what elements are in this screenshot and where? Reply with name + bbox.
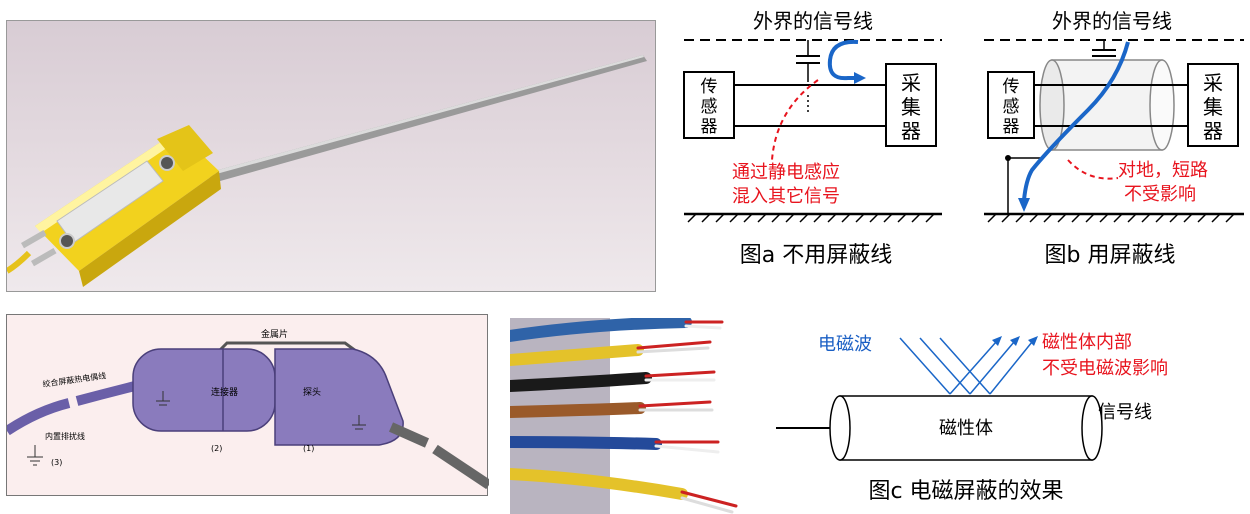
ground-hatch (987, 213, 1235, 223)
connector-schematic: 绞合屏蔽热电偶线 内置排扰线 (3) 金属片 连接器 探头 (2) (1) (6, 314, 489, 496)
sensor-char: 传 (701, 77, 718, 97)
marker-3: (3) (51, 458, 62, 467)
collector-char: 器 (1203, 119, 1223, 143)
inside-note-line: 磁性体内部 (1042, 332, 1132, 353)
collector-char: 采 (1203, 71, 1223, 95)
ground-hatch (687, 213, 935, 223)
cable-label: 绞合屏蔽热电偶线 (42, 370, 107, 389)
shielded-cable (7, 398, 71, 436)
collector-char: 集 (901, 95, 921, 119)
sensor-char: 感 (1003, 97, 1020, 117)
shield-cylinder (1051, 59, 1163, 151)
magnetic-label: 磁性体 (939, 418, 993, 439)
collector-box (1187, 63, 1239, 147)
cable-brown (510, 402, 646, 418)
ground-icon (156, 391, 366, 430)
em-wave-rays (899, 337, 1033, 395)
inside-note-line: 不受电磁波影响 (1042, 358, 1168, 379)
coupling-path (771, 79, 819, 161)
sensor-char: 感 (701, 97, 718, 117)
signal-line-label: 外界的信号线 (753, 9, 873, 33)
collector-char: 采 (901, 71, 921, 95)
signal-line-label: 信号线 (1098, 402, 1152, 423)
probe-rod (207, 55, 647, 183)
note-line: 混入其它信号 (732, 186, 840, 207)
caption-c: 图c 电磁屏蔽的效果 (868, 479, 1063, 504)
probe-rod (432, 444, 489, 490)
note-line: 通过静电感应 (732, 162, 840, 183)
note-line: 对地，短路 (1118, 160, 1208, 181)
cable-black (510, 372, 652, 392)
diagram-a-no-shield: 外界的信号线 传 感 器 采 集 器 通过静电感应 混入其它信号 (668, 0, 958, 280)
cable-navy (510, 436, 662, 450)
sensor-box (683, 71, 735, 139)
collector-box (885, 63, 937, 147)
noise-arrow (827, 39, 859, 81)
cable-blue (510, 318, 692, 342)
sensor-box (987, 71, 1035, 139)
marker-2: (2) (211, 444, 222, 453)
drain-label: 内置排扰线 (45, 431, 85, 441)
sensor-char: 传 (1003, 77, 1020, 97)
probe-head (274, 348, 404, 446)
connector-label: 连接器 (211, 386, 238, 398)
cables-photo (510, 318, 750, 514)
short-path (1067, 159, 1119, 180)
metal-strip-label: 金属片 (261, 328, 288, 340)
collector-char: 集 (1203, 95, 1223, 119)
magnetic-cylinder (839, 395, 1093, 461)
wave-label: 电磁波 (818, 334, 872, 355)
diagram-b-shield: 外界的信号线 传 感 器 采 集 器 对地，短路 不受影 (968, 0, 1250, 280)
diagram-c-em-shield: 电磁波 磁性体内部 不受电磁波影响 磁性体 信号线 图c 电磁屏蔽的效果 (760, 318, 1250, 514)
probe-label: 探头 (303, 386, 321, 398)
noise-arrow (1022, 41, 1130, 201)
sensor-char: 器 (1003, 117, 1020, 137)
note-line: 不受影响 (1124, 184, 1196, 205)
probe-photo (6, 20, 656, 292)
signal-line-label: 外界的信号线 (1052, 9, 1172, 33)
connector-body (132, 348, 276, 432)
caption-a: 图a 不用屏蔽线 (740, 243, 892, 268)
sensor-char: 器 (701, 117, 718, 137)
collector-char: 器 (901, 119, 921, 143)
cable-yellow (510, 344, 644, 366)
caption-b: 图b 用屏蔽线 (1045, 243, 1176, 268)
marker-1: (1) (303, 444, 314, 453)
cable-yellow-2 (510, 468, 688, 500)
